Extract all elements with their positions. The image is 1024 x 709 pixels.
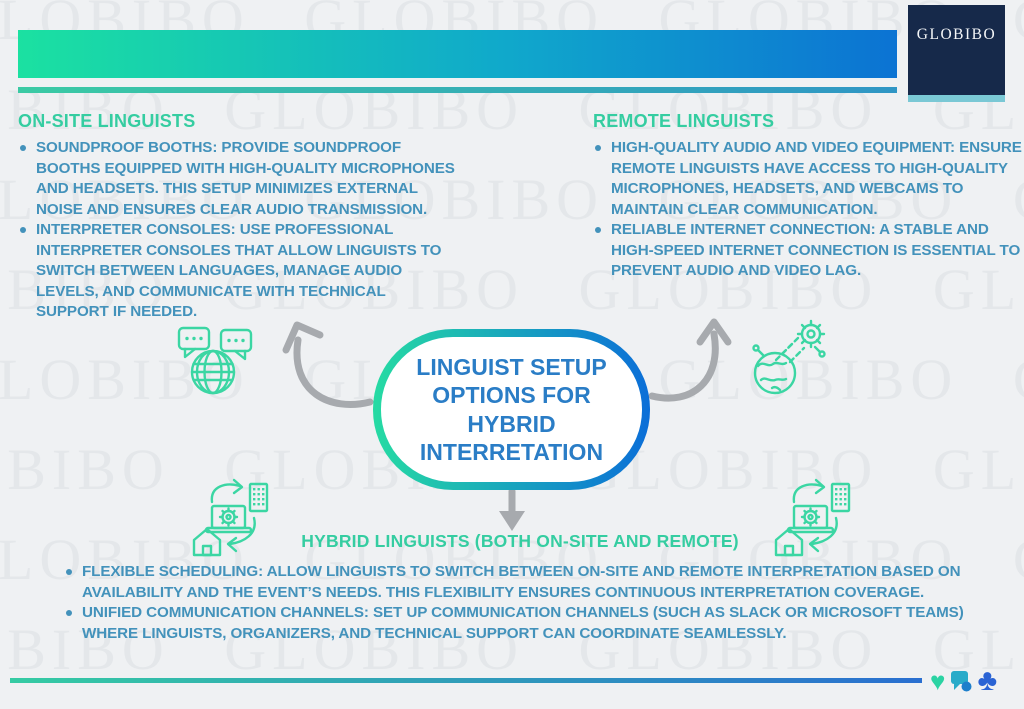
bullet-text: SOUNDPROOF BOOTHS: PROVIDE SOUNDPROOF BO… [36,139,455,218]
center-title-line: HYBRID [467,410,556,437]
list-item: UNIFIED COMMUNICATION CHANNELS: SET UP C… [60,603,976,644]
bullet-text: INTERPRETER CONSOLES: USE PROFESSIONAL I… [36,221,442,320]
onsite-heading: ON-SITE LINGUISTS [18,111,196,131]
bullet-dot [595,145,601,151]
down-arrow-icon [496,487,528,535]
curved-arrow-left-icon [282,316,374,412]
hybrid-heading: HYBRID LINGUISTS (BOTH ON-SITE AND REMOT… [301,531,739,551]
hybrid-list: FLEXIBLE SCHEDULING: ALLOW LINGUISTS TO … [60,562,976,644]
remote-list: HIGH-QUALITY AUDIO AND VIDEO EQUIPMENT: … [589,138,1024,282]
globibo-logo: GLOBIBO [908,5,1005,102]
watermark-text: GLOBIBO GLOBIBO GLOBIBO GLOBIBO GLOBIBO [0,617,1024,682]
center-title-bubble: LINGUIST SETUP OPTIONS FOR HYBRID INTERR… [373,329,650,490]
watermark-text: GLOBIBO GLOBIBO GLOBIBO GLOBIBO GLOBIBO [0,167,1024,232]
onsite-list: SOUNDPROOF BOOTHS: PROVIDE SOUNDPROOF BO… [14,138,458,323]
header-accent-line [18,87,897,93]
center-title-line: INTERRETATION [419,439,604,465]
center-title-line: LINGUIST SETUP [416,353,607,380]
bullet-text: HIGH-QUALITY AUDIO AND VIDEO EQUIPMENT: … [611,139,1022,218]
curved-arrow-right-icon [648,314,732,408]
remote-heading: REMOTE LINGUISTS [593,111,775,131]
footer-gradient-line [10,678,922,683]
logo-text: GLOBIBO [916,26,997,43]
footer-icons: ♥ ♣ [930,664,997,698]
bullet-text: UNIFIED COMMUNICATION CHANNELS: SET UP C… [82,604,964,642]
bullet-dot [20,227,26,233]
bullet-dot [20,145,26,151]
bullet-dot [595,227,601,233]
watermark-text: GLOBIBO GLOBIBO GLOBIBO GLOBIBO GLOBIBO [0,527,1024,592]
list-item: SOUNDPROOF BOOTHS: PROVIDE SOUNDPROOF BO… [14,138,458,220]
chat-bubble-icon [948,668,974,694]
header-gradient-bar [18,30,897,78]
bullet-text: FLEXIBLE SCHEDULING: ALLOW LINGUISTS TO … [82,563,961,601]
heart-icon: ♥ [930,666,946,696]
watermark-text: GLOBIBO GLOBIBO GLOBIBO GLOBIBO GLOBIBO [0,257,1024,322]
chat-globe-icon [176,326,254,396]
hybrid-work-cycle-icon [190,478,276,558]
bullet-text: RELIABLE INTERNET CONNECTION: A STABLE A… [611,221,1021,279]
list-item: RELIABLE INTERNET CONNECTION: A STABLE A… [589,220,1024,282]
bullet-dot [66,610,72,616]
center-title-line: OPTIONS FOR [432,382,591,408]
list-item: FLEXIBLE SCHEDULING: ALLOW LINGUISTS TO … [60,562,976,603]
digital-globe-gear-icon [748,318,832,400]
hybrid-work-cycle-icon [772,478,858,558]
list-item: INTERPRETER CONSOLES: USE PROFESSIONAL I… [14,220,458,323]
club-icon: ♣ [977,664,998,697]
list-item: HIGH-QUALITY AUDIO AND VIDEO EQUIPMENT: … [589,138,1024,220]
logo-accent-bar [908,95,1005,102]
bullet-dot [66,569,72,575]
